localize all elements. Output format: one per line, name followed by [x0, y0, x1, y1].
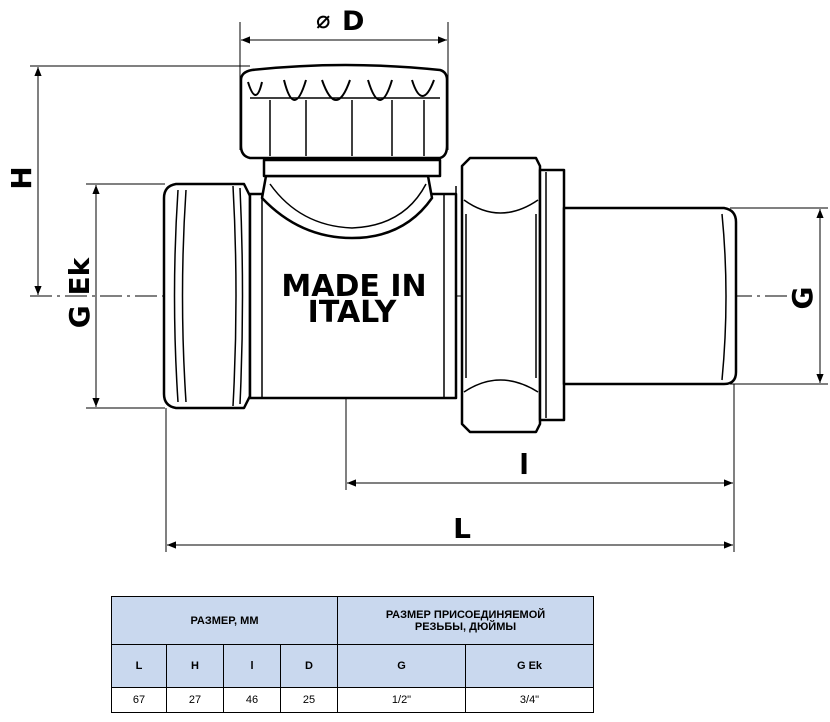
value-D: 25: [280, 687, 338, 713]
value-H: 27: [166, 687, 224, 713]
dim-label-H: H: [5, 166, 38, 189]
thread-group-header-line2: РЕЗЬБЫ, ДЮЙМЫ: [414, 620, 517, 633]
valve-body: [162, 63, 738, 434]
col-header-D: D: [280, 644, 338, 688]
body-marking-line2: ITALY: [308, 295, 398, 330]
thread-group-header-line1: РАЗМЕР ПРИСОЕДИНЯЕМОЙ: [385, 608, 546, 621]
tailpiece: [562, 206, 738, 386]
dim-label-l: l: [519, 448, 529, 481]
dim-label-G: G: [786, 287, 819, 310]
dim-label-diameter-symbol: ⌀: [316, 6, 330, 34]
union-collar: [538, 168, 566, 422]
col-header-L: L: [111, 644, 167, 688]
col-header-G: G: [337, 644, 466, 688]
bonnet-neck: [260, 174, 434, 240]
dim-label-G-Ek: G Ek: [63, 256, 96, 328]
col-header-G-Ek: G Ek: [465, 644, 594, 688]
value-l: 46: [223, 687, 281, 713]
union-nut: [460, 156, 542, 434]
value-L: 67: [111, 687, 167, 713]
col-header-l: l: [223, 644, 281, 688]
valve-technical-drawing: ⌀ D H G Ek G l L: [5, 6, 828, 552]
col-header-H: H: [166, 644, 224, 688]
left-female-end: [162, 182, 252, 410]
body-marking-line1: MADE IN: [281, 269, 426, 304]
thread-group-header: РАЗМЕР ПРИСОЕДИНЯЕМОЙ РЕЗЬБЫ, ДЮЙМЫ: [337, 596, 594, 645]
dim-label-D: D: [342, 6, 364, 37]
value-G: 1/2": [337, 687, 466, 713]
size-group-header: РАЗМЕР, ММ: [111, 596, 338, 645]
dim-label-L: L: [453, 512, 471, 545]
handwheel: [239, 63, 449, 160]
dimension-lines: [34, 36, 824, 549]
spec-table: РАЗМЕР, ММ РАЗМЕР ПРИСОЕДИНЯЕМОЙ РЕЗЬБЫ,…: [111, 596, 594, 713]
value-G-Ek: 3/4": [465, 687, 594, 713]
